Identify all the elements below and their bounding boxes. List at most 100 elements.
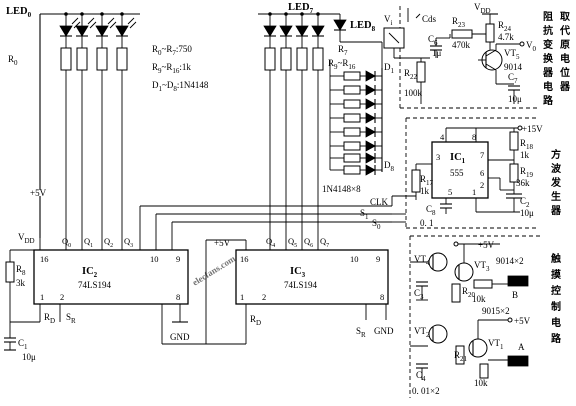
spec-r9-r16: R9~R16:1k xyxy=(152,62,191,75)
label-cap-note: 0. 01×2 xyxy=(412,386,440,396)
ic3-box xyxy=(235,249,389,305)
label-c1-val: 10μ xyxy=(22,352,36,362)
svg-text:换: 换 xyxy=(543,52,554,65)
ic2-box xyxy=(33,249,189,305)
led-7-symbol xyxy=(311,14,325,48)
label-q3: Q3 xyxy=(124,236,133,249)
diode-row-6 xyxy=(330,140,382,152)
led-6-symbol xyxy=(295,14,309,48)
diode-row-8 xyxy=(330,164,382,176)
ic2-74ls194 xyxy=(33,196,189,323)
svg-text:波: 波 xyxy=(551,162,562,175)
resistor-r23 xyxy=(451,29,473,39)
label-plus5v-mid: +5V xyxy=(214,238,231,248)
label-ic3: IC3 xyxy=(290,266,306,279)
label-vdd-left: VDD xyxy=(18,232,35,245)
label-r19-val: 36k xyxy=(516,178,530,188)
svg-text:电: 电 xyxy=(551,316,561,329)
svg-text:生: 生 xyxy=(551,190,561,203)
label-q1: Q1 xyxy=(84,236,93,249)
label-r0: R0 xyxy=(8,54,18,67)
svg-text:器: 器 xyxy=(559,81,571,93)
resistor-r1 xyxy=(76,47,88,71)
label-q7: Q7 xyxy=(320,236,329,249)
svg-text:代: 代 xyxy=(559,24,570,37)
watermark: elecfans.com xyxy=(190,253,237,288)
label-r8: R8 xyxy=(16,264,26,277)
pin-555-8: 8 xyxy=(472,132,476,142)
label-c8: C8 xyxy=(426,204,436,217)
svg-text:控: 控 xyxy=(551,284,561,297)
pin-555-7: 7 xyxy=(480,150,484,160)
label-vt5: VT5 xyxy=(504,48,520,61)
label-sr-b: SR xyxy=(356,326,366,339)
svg-text:取: 取 xyxy=(560,11,571,23)
svg-text:电: 电 xyxy=(560,52,570,65)
resistor-r20 xyxy=(451,283,461,303)
label-r23: R23 xyxy=(452,16,466,29)
pin-555-3: 3 xyxy=(436,152,440,162)
label-r17-val: 1k xyxy=(420,186,430,196)
label-r17: R17 xyxy=(420,174,434,187)
svg-text:发: 发 xyxy=(550,176,562,189)
svg-text:触: 触 xyxy=(550,252,561,265)
transistor-vt3 xyxy=(454,262,474,282)
label-pnp-note: 9015×2 xyxy=(482,306,510,316)
label-ic3-type: 74LS194 xyxy=(284,280,318,290)
label-r22-val: 100k xyxy=(404,88,423,98)
led-1-symbol xyxy=(75,14,97,48)
pin-555-2: 2 xyxy=(480,180,484,190)
label-plus5v-r: +5V xyxy=(514,316,531,326)
svg-text:阻: 阻 xyxy=(543,11,553,23)
svg-text:摸: 摸 xyxy=(551,268,561,281)
label-10k-b: 10k xyxy=(474,378,488,388)
reset-network xyxy=(4,249,40,351)
label-r18-val: 1k xyxy=(520,150,530,160)
resistor-r22 xyxy=(416,61,426,83)
label-vdd-top: VDD xyxy=(474,2,491,15)
resistor-r2 xyxy=(96,47,108,71)
label-plus15v: +15V xyxy=(522,124,543,134)
led-2-symbol xyxy=(95,14,117,48)
label-r24: R24 xyxy=(498,20,512,33)
pin-ic3-10: 10 xyxy=(350,254,359,264)
resistor-r4 xyxy=(264,47,276,71)
pin-ic2-16: 16 xyxy=(40,254,49,264)
label-r23-val: 470k xyxy=(452,40,471,50)
label-gnd-b: GND xyxy=(374,326,394,336)
label-rd-b: RD xyxy=(250,314,261,327)
label-cds: Cds xyxy=(422,14,437,24)
label-led7: LED7 xyxy=(288,2,314,15)
diode-row-7 xyxy=(330,152,382,164)
label-vt2: VT2 xyxy=(414,326,430,339)
label-ic1-type: 555 xyxy=(450,168,464,178)
label-rd-a: RD xyxy=(44,312,55,325)
transistor-vt2 xyxy=(428,324,448,344)
block-label-photo: 阻抗 变换 器 取代 原电 位器 电路 xyxy=(542,11,571,107)
svg-text:电: 电 xyxy=(543,80,553,93)
label-q5: Q5 xyxy=(288,236,297,249)
resistor-r0 xyxy=(60,47,72,71)
touch-pad-a[interactable] xyxy=(507,355,529,367)
photo-converter-block xyxy=(383,6,540,109)
led-bank-right xyxy=(258,12,347,232)
pin-ic3-1: 1 xyxy=(240,292,244,302)
resistor-r18 xyxy=(509,131,519,151)
transistor-vt1 xyxy=(468,338,488,358)
pin-ic2-2: 2 xyxy=(60,292,64,302)
label-c6-val: 1μ xyxy=(432,48,442,58)
pin-ic2-9: 9 xyxy=(176,254,180,264)
pin-555-5: 5 xyxy=(448,187,452,197)
diode-row-5 xyxy=(330,126,382,138)
label-npn-note: 9014×2 xyxy=(496,256,524,266)
label-vt4: VT4 xyxy=(414,254,430,267)
svg-text:路: 路 xyxy=(551,332,562,345)
resistor-r17 xyxy=(411,169,421,193)
label-c8-val: 0. 1 xyxy=(420,218,434,228)
label-plus5v-left: +5V xyxy=(30,188,47,198)
label-d8: D8 xyxy=(384,160,395,173)
resistor-r21 xyxy=(455,345,465,365)
touch-pad-b[interactable] xyxy=(507,275,529,287)
led-8-symbol xyxy=(333,14,347,42)
